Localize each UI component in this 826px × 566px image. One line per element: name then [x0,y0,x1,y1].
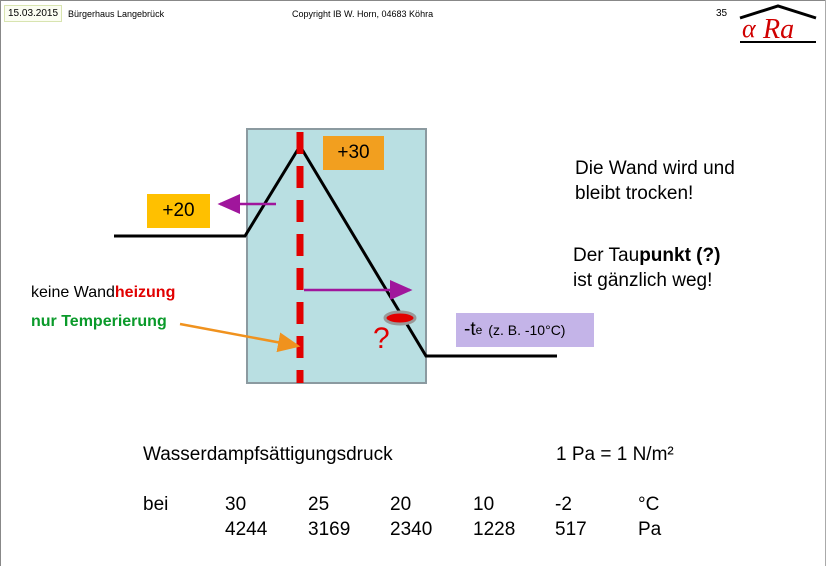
page-number: 35 [716,8,728,19]
dry-wall-line2: bleibt trocken! [575,183,694,204]
temp-cell: 25 [308,494,330,515]
temp-cell: 10 [473,494,495,515]
pressure-cell: 4244 [225,519,268,540]
temp-outside-note: (z. B. -10°C) [488,322,566,338]
pressure-unit: Pa [638,519,662,540]
unit-note: 1 Pa = 1 N/m² [556,444,674,465]
tempering-arrow [179,322,301,353]
table-title: Wasserdampfsättigungsdruck [143,444,393,465]
slide-date: 15.03.2015 [4,5,63,22]
heating-note: keine Wandheizung [31,284,175,302]
dew-point-bold: punkt (?) [639,245,721,266]
temp-outside-symbol: -t [464,319,476,340]
venue-label: Bürgerhaus Langebrück [68,9,165,19]
svg-text:Ra: Ra [762,14,794,44]
pressure-cell: 2340 [390,519,433,540]
dew-point-marker [383,310,417,326]
left-border [0,0,1,566]
dew-point-text: Der Tau [573,245,640,266]
temp-cell: -2 [555,494,572,515]
row-label: bei [143,494,169,515]
pressure-cell: 517 [555,519,587,540]
temp-outside-subscript: e [475,323,483,337]
temp-unit: °C [638,494,660,515]
temp-cell: 30 [225,494,247,515]
copyright-label: Copyright IB W. Horn, 04683 Köhra [292,9,434,19]
dew-point-line2: ist gänzlich weg! [573,270,713,291]
heating-note-prefix: keine Wand [31,284,115,301]
temp-peak-box: +30 [323,136,384,170]
dew-point-line1: Der Taupunkt (?) [573,243,720,268]
temp-inside-box: +20 [147,194,210,228]
dry-wall-line1: Die Wand wird und [575,158,735,179]
top-border [0,0,826,1]
question-mark: ? [373,322,390,355]
company-logo: α Ra [736,4,820,45]
pressure-cell: 1228 [473,519,516,540]
tempering-note: nur Temperierung [31,313,167,330]
temp-cell: 20 [390,494,412,515]
svg-text:α: α [742,14,757,43]
heating-note-red: heizung [114,284,176,301]
pressure-cell: 3169 [308,519,351,540]
